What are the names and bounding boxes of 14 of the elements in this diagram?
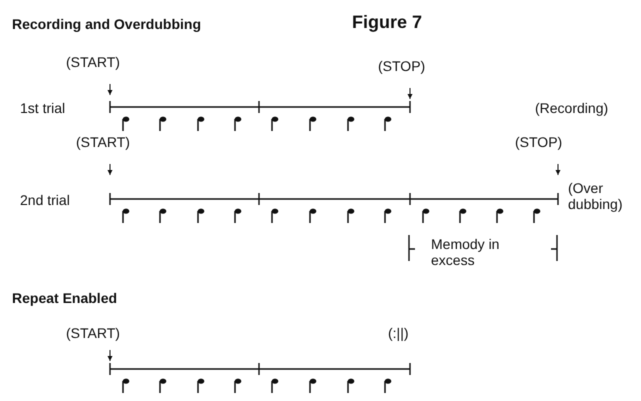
start-label: (START) — [76, 134, 130, 150]
mode-label: (Over dubbing) — [568, 180, 624, 212]
stop-label: (STOP) — [515, 134, 562, 150]
row-label: 2nd trial — [20, 192, 70, 208]
note-text: Memody in excess — [431, 236, 500, 268]
figure-title: Figure 7 — [352, 12, 422, 32]
start-label: (START) — [66, 54, 120, 70]
row-label: 1st trial — [20, 100, 66, 116]
stop-label: (STOP) — [378, 58, 426, 74]
diagram-title: Recording and Overdubbing — [12, 16, 202, 32]
section-heading: Repeat Enabled — [12, 290, 118, 306]
repeat-sign: (:||) — [388, 325, 408, 341]
mode-label: (Recording) — [535, 100, 608, 116]
start-label: (START) — [66, 325, 120, 341]
